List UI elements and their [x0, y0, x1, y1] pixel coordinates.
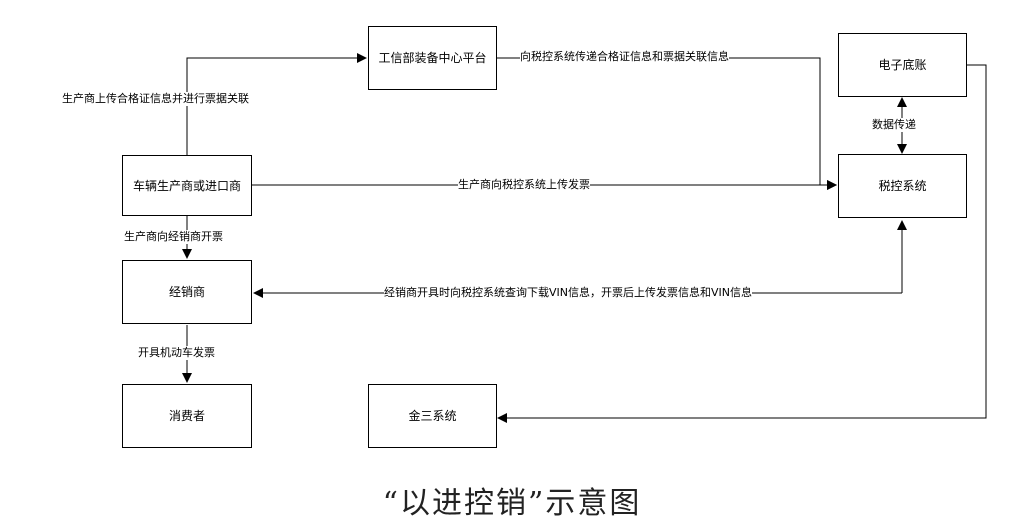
node-consumer-label: 消费者 — [168, 409, 205, 423]
node-miit-label: 工信部装备中心平台 — [378, 51, 487, 65]
node-tax-system: 税控系统 — [838, 154, 967, 218]
node-dealer: 经销商 — [122, 260, 252, 324]
label-ledger-tax: 数据传递 — [872, 118, 916, 132]
node-tax-system-label: 税控系统 — [878, 179, 927, 193]
edge-ledger-golden — [497, 64, 987, 423]
label-mfr-to-tax: 生产商向税控系统上传发票 — [458, 178, 590, 192]
node-invoice-ledger: 电子底账 — [838, 33, 967, 97]
label-dealer-to-consumer: 开具机动车发票 — [138, 346, 215, 360]
label-mfr-to-dealer: 生产商向经销商开票 — [124, 230, 223, 244]
label-tax-dealer: 经销商开具时向税控系统查询下载VIN信息，开票后上传发票信息和VIN信息 — [384, 286, 752, 300]
label-mfr-to-miit: 生产商上传合格证信息并进行票据关联 — [62, 92, 249, 106]
edge-miit-tax — [497, 57, 837, 190]
node-manufacturer-label: 车辆生产商或进口商 — [132, 178, 241, 193]
edge-mfr-miit — [186, 53, 367, 155]
node-dealer-label: 经销商 — [168, 285, 205, 299]
label-miit-to-tax: 向税控系统传递合格证信息和票据关联信息 — [520, 50, 729, 64]
node-consumer: 消费者 — [122, 384, 252, 448]
node-miit: 工信部装备中心平台 — [368, 26, 497, 90]
node-invoice-ledger-label: 电子底账 — [878, 58, 927, 72]
node-golden-tax-label: 金三系统 — [408, 409, 457, 423]
diagram-title: “以进控销”示意图 — [382, 486, 642, 521]
node-golden-tax: 金三系统 — [368, 384, 497, 448]
node-manufacturer: 车辆生产商或进口商 — [122, 155, 252, 216]
